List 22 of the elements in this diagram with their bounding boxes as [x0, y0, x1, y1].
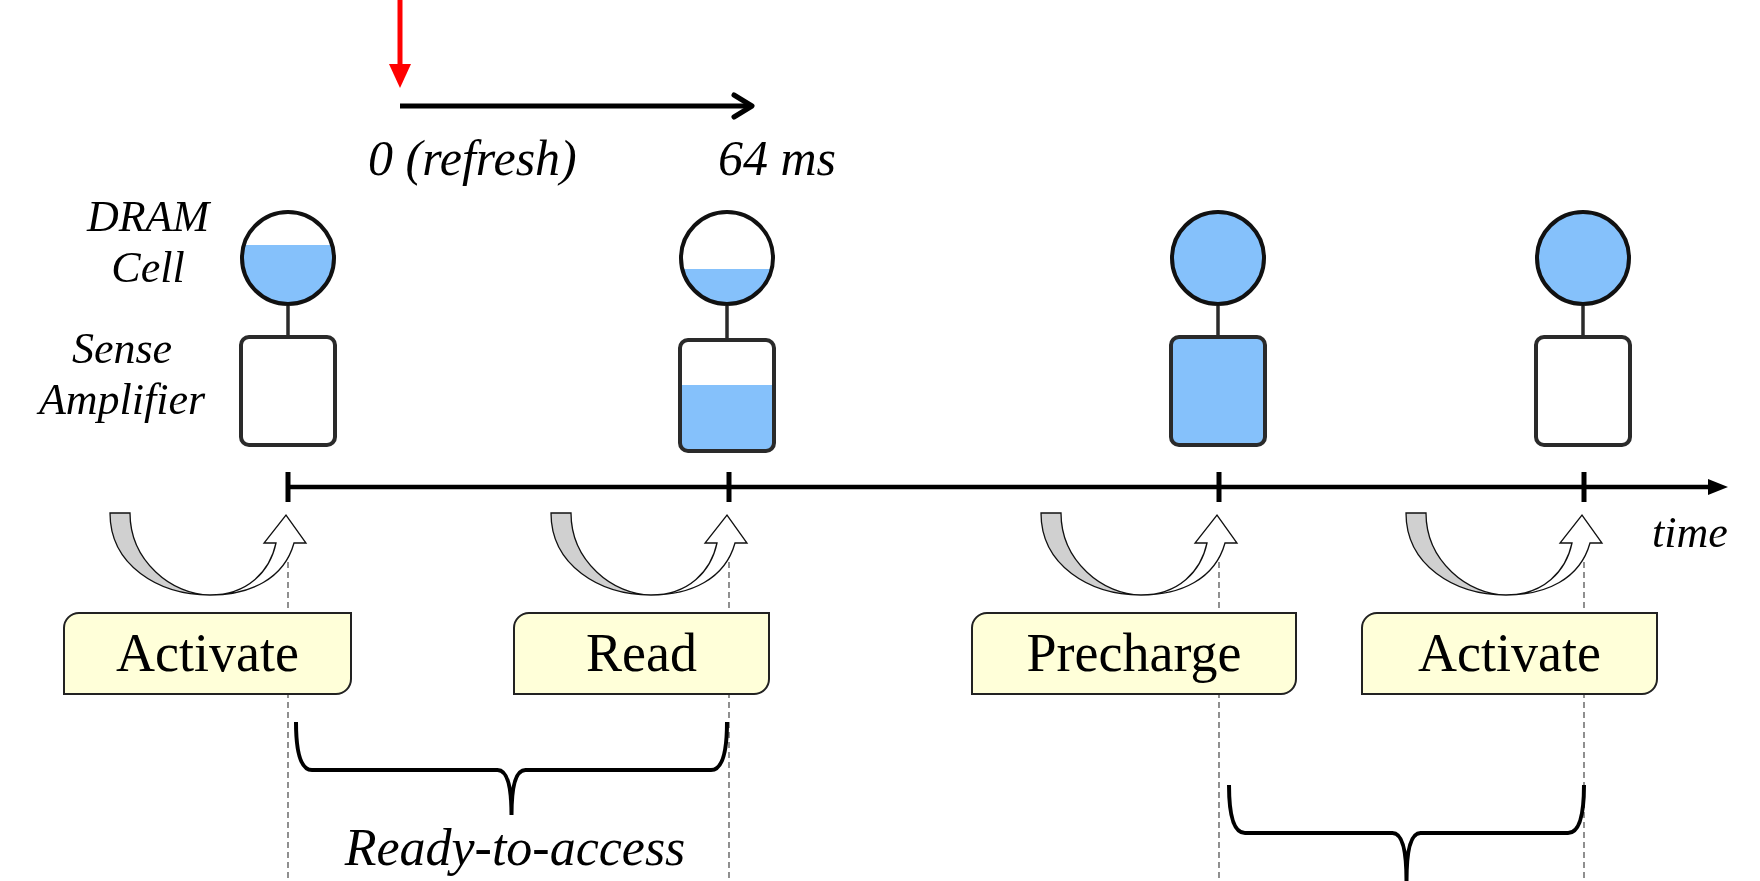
sense-amplifier-box	[1534, 335, 1632, 447]
sense-amplifier-box	[1169, 335, 1267, 447]
command-box	[971, 612, 1297, 695]
connector-line	[1216, 306, 1220, 335]
time-end-label: 64 ms	[718, 130, 838, 188]
command-label: Activate	[116, 623, 299, 684]
sense-amplifier-box	[239, 335, 337, 447]
interval-label: Ready-to-access	[343, 818, 687, 878]
connector-line	[286, 306, 290, 335]
command-label: Read	[586, 623, 697, 684]
connector-line	[1581, 306, 1585, 335]
axis-label: time	[1652, 508, 1729, 559]
row-label: Sense Amplifier	[35, 324, 207, 426]
command-box	[513, 612, 770, 695]
command-box	[1361, 612, 1658, 695]
time-start-label: 0 (refresh)	[368, 130, 578, 188]
connector-line	[725, 306, 729, 338]
row-label: DRAM Cell	[85, 192, 212, 294]
sense-amplifier-box	[678, 338, 776, 453]
command-label: Precharge	[1026, 623, 1242, 684]
command-label: Activate	[1418, 623, 1601, 684]
command-box	[63, 612, 352, 695]
